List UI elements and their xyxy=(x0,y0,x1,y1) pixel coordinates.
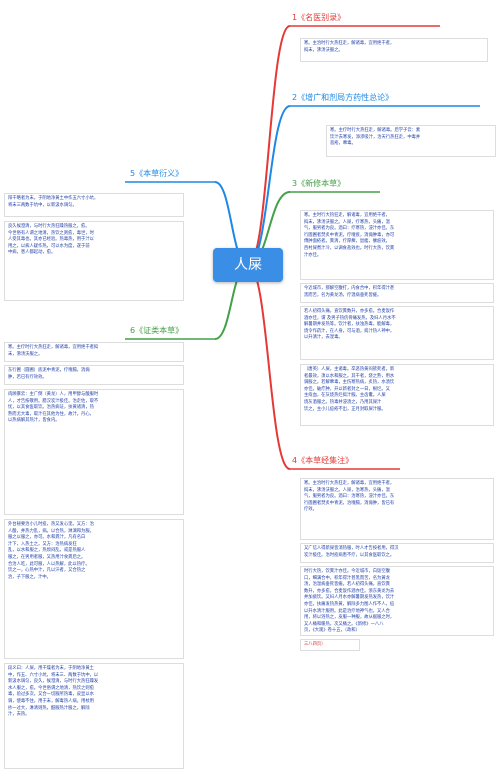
note-6-2: 东行圃（圆圃）底泥中青泥，疗噎膈，消痈 肿，若已有疗效效。 xyxy=(4,365,184,385)
connector-4 xyxy=(247,264,291,470)
connector-2 xyxy=(247,105,291,266)
topic-6[interactable]: 6《证类本草》 xyxy=(130,326,184,335)
note-3-1: 寒。主时行大热狂走，解诸毒，宜用绝干者， 捣末，沸汤沃服之。人屎，疗寒热，头痛，… xyxy=(300,210,494,280)
topic-4[interactable]: 4《本草经集注》 xyxy=(292,456,354,465)
note-1-1: 寒。主治时行大热狂走，解诸毒，宜用绝干者， 捣末，沸汤沃服之。 xyxy=(300,38,488,62)
note-6-5: 段义曰：人屎，用干燥者为末，于阴地净黄土 中，作五、六寸小坑，将末三、两数于坑中… xyxy=(4,663,184,769)
note-4-3: 时行大热，饮粪汁亦佳。今近城市，白饭空腹 口，细满合中，积年得汁甚黑而苦，名为黄… xyxy=(300,566,494,636)
note-6-4: 外台秘要治小儿时疫，热又发心里。又方：治 人酸，并热力乱，病。以合热，淋漓和为服… xyxy=(4,519,184,659)
central-topic[interactable]: 人屎 xyxy=(213,248,283,282)
topic-5[interactable]: 5《本草衍义》 xyxy=(130,169,184,178)
topic-1[interactable]: 1《名医别录》 xyxy=(292,13,346,22)
note-4-4: 三八四页） xyxy=(300,639,360,651)
note-3-3: 若人初得头痛，直饮粪数升，亦多愈。合麦饭作 酒亦佳，谓 及男子热疠骨痛发热，及妇… xyxy=(300,306,494,360)
topic-3[interactable]: 3《新修本草》 xyxy=(292,179,346,188)
note-6-1: 寒。主疗时行大热狂走，解诸毒，宜用绝干者捣 末，沸汤沃服之。 xyxy=(4,342,184,362)
note-3-4: （唐英）人屎，主诸毒。卒恶热黄闷欲死者。新 者最效，须以水和服之。其干者，烧之熟… xyxy=(300,364,494,426)
topic-2[interactable]: 2《增广和剂局方药性总论》 xyxy=(292,93,394,102)
note-5-1: 阳干略者为末，于阴地净黄土中作五六寸小坑， 将末三两数于坑中，以新汲水调匀。 xyxy=(4,193,184,217)
note-6-3: 肉顾暴云：主广倒（黄龙）人，用甲醇与酸服时 人，才告按敬用。腊汉炭汁极佳。治走佐… xyxy=(4,389,184,515)
note-2-1: 寒。主疗时行大热狂走，解诸毒。后学子云：素 饮汁去寒发，添渗吸汁，治天行热狂走，… xyxy=(326,125,496,157)
note-3-2: 今近城市，那解空腹打，内食合中，积年得汁甚 黑而苦，名为黄龙汤，疗温病垂死皆瘥。 xyxy=(300,283,494,303)
note-4-1: 寒。主治时行大热狂走，解诸毒，宜用绝干者， 捣末，沸汤沃服之。人屎，治寒热，头痛… xyxy=(300,478,494,540)
note-5-2: 良久候澄清，与时行大热狂躁热服之，愈。 今世俗有人谓之地清，热饮之则愈，毒世，时… xyxy=(4,221,184,301)
note-4-2: 又广信人得新屎皆消热服，时人才告按者用，得汉 炭汁极佳。治时疫病患不疗，以其食医… xyxy=(300,543,494,563)
